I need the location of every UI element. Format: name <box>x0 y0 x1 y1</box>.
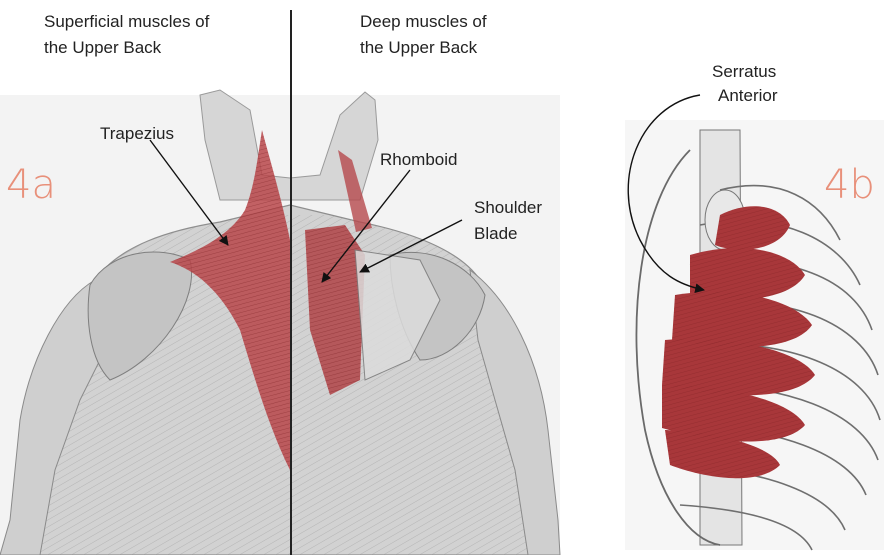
superficial-heading-line2: the Upper Back <box>44 36 161 60</box>
deep-heading-line1: Deep muscles of <box>360 10 487 34</box>
deep-heading-line2: the Upper Back <box>360 36 477 60</box>
panel-divider <box>290 10 292 555</box>
shoulder-blade-label-line2: Blade <box>474 222 517 246</box>
figure-tag-4a: 4a <box>6 165 56 205</box>
figure-tag-4b: 4b <box>824 165 875 205</box>
serratus-label-line2: Anterior <box>718 84 778 108</box>
superficial-heading-line1: Superficial muscles of <box>44 10 209 34</box>
serratus-label-line1: Serratus <box>712 60 776 84</box>
rhomboid-label: Rhomboid <box>380 148 458 172</box>
back-illustration <box>0 90 560 555</box>
shoulder-blade-label-line1: Shoulder <box>474 196 542 220</box>
trapezius-label: Trapezius <box>100 122 174 146</box>
